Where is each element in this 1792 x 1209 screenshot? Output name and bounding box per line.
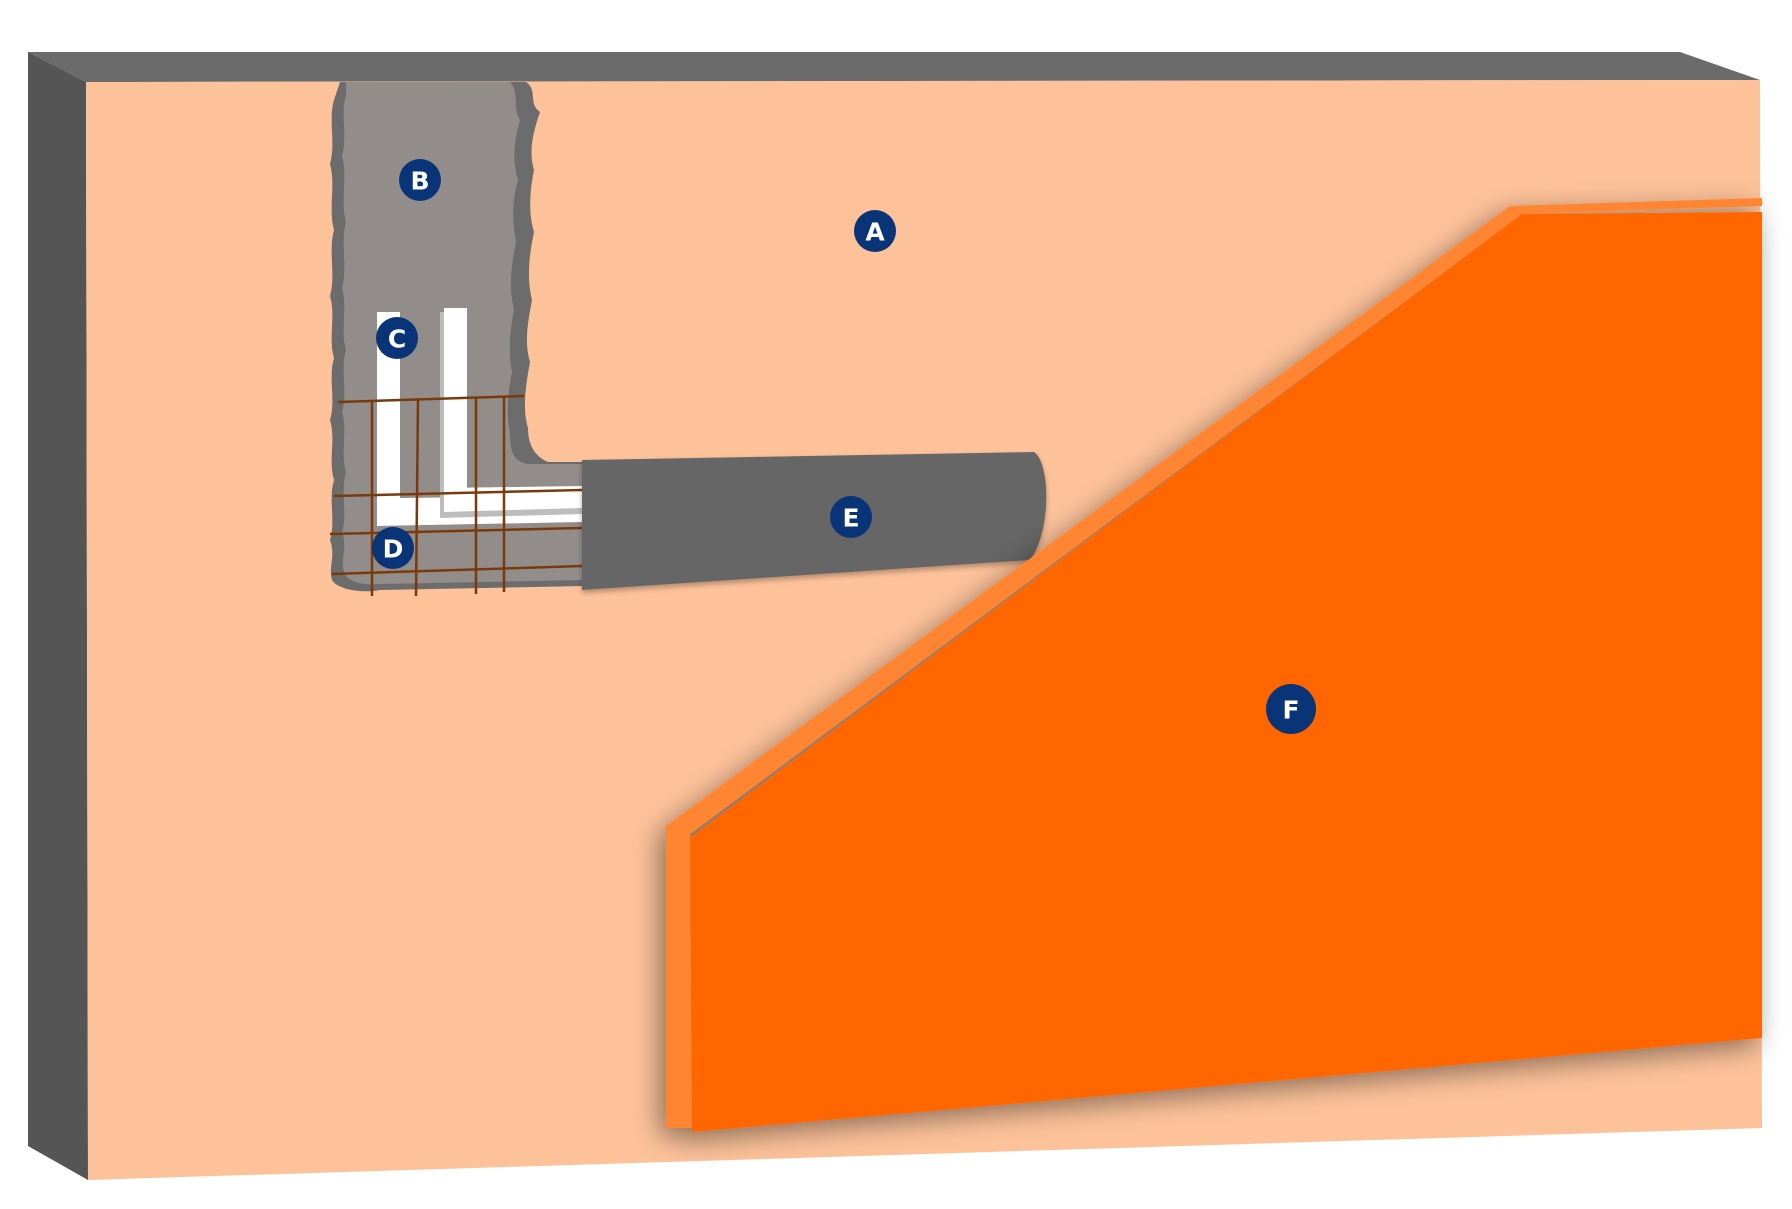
marker-label: C [388,325,406,354]
marker-circle [854,210,896,252]
wall-top-edge [28,52,1760,82]
marker-c: C [376,317,418,359]
marker-a: A [854,210,896,252]
mesh-wire [333,488,583,498]
marker-circle [376,317,418,359]
marker-f: F [1266,684,1316,734]
cover-board-layer-f [666,198,1762,1132]
marker-label: D [383,535,404,564]
mesh-wire [331,564,583,576]
marker-circle [1266,684,1316,734]
marker-label: E [842,504,859,533]
marker-circle [399,159,441,201]
mesh-layer-d [329,394,583,597]
cover-board-face [690,212,1762,1132]
marker-d: D [372,527,414,569]
layer-markers: A B C D E F [372,159,1316,734]
marker-circle [830,496,872,538]
mesh-wire [337,394,525,404]
marker-label: F [1282,696,1299,725]
marker-e: E [830,496,872,538]
pipe-layer-e [582,452,1047,590]
mesh-wire [414,399,420,597]
marker-circle [372,527,414,569]
conduit-strip [444,308,467,500]
marker-label: A [865,218,885,247]
wall-left-edge [28,52,88,1180]
marker-b: B [399,159,441,201]
marker-label: B [410,167,429,196]
